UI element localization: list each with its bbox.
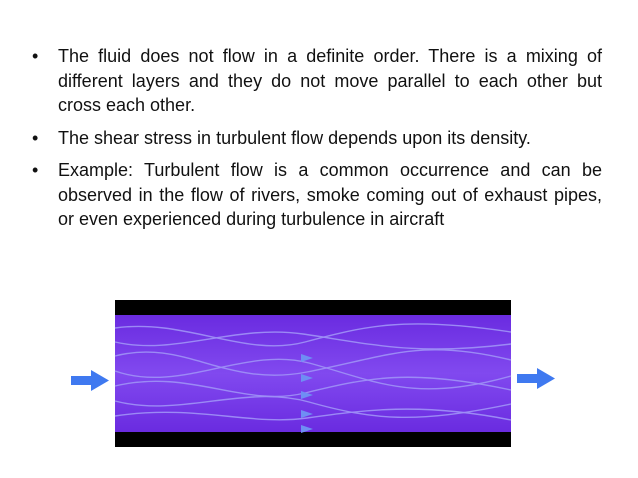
inner-flow-arrow — [301, 354, 313, 362]
bullet-text: The fluid does not flow in a definite or… — [58, 46, 602, 115]
pipe-bottom-wall — [115, 432, 511, 447]
streamline — [114, 408, 512, 421]
bullet-text: Example: Turbulent flow is a common occu… — [58, 160, 602, 229]
inlet-arrow-shaft — [71, 376, 91, 385]
outlet-arrow-shaft — [517, 374, 537, 383]
outlet-arrow — [517, 368, 555, 389]
inner-flow-arrow — [301, 374, 313, 382]
bullet-item-turbulent-definition: • The fluid does not flow in a definite … — [32, 44, 602, 118]
bullet-list: • The fluid does not flow in a definite … — [32, 44, 602, 240]
inlet-arrow-head — [91, 370, 109, 391]
bullet-marker: • — [32, 127, 39, 148]
inner-flow-arrow — [301, 391, 313, 399]
turbulent-flow-diagram — [71, 300, 555, 447]
bullet-text: The shear stress in turbulent flow depen… — [58, 127, 531, 148]
inner-flow-arrow — [301, 410, 313, 418]
bullet-marker: • — [32, 160, 39, 180]
bullet-item-shear-stress: • The shear stress in turbulent flow dep… — [32, 126, 602, 151]
pipe-top-wall — [115, 300, 511, 315]
streamline — [114, 358, 512, 390]
bullet-item-example: • Example: Turbulent flow is a common oc… — [32, 158, 602, 232]
streamline — [114, 331, 512, 350]
bullet-marker: • — [32, 46, 39, 66]
inlet-arrow — [71, 370, 109, 391]
streamline — [114, 395, 512, 419]
inner-flow-arrow — [301, 425, 313, 433]
streamline — [114, 349, 512, 376]
outlet-arrow-head — [537, 368, 555, 389]
streamline — [114, 323, 512, 347]
